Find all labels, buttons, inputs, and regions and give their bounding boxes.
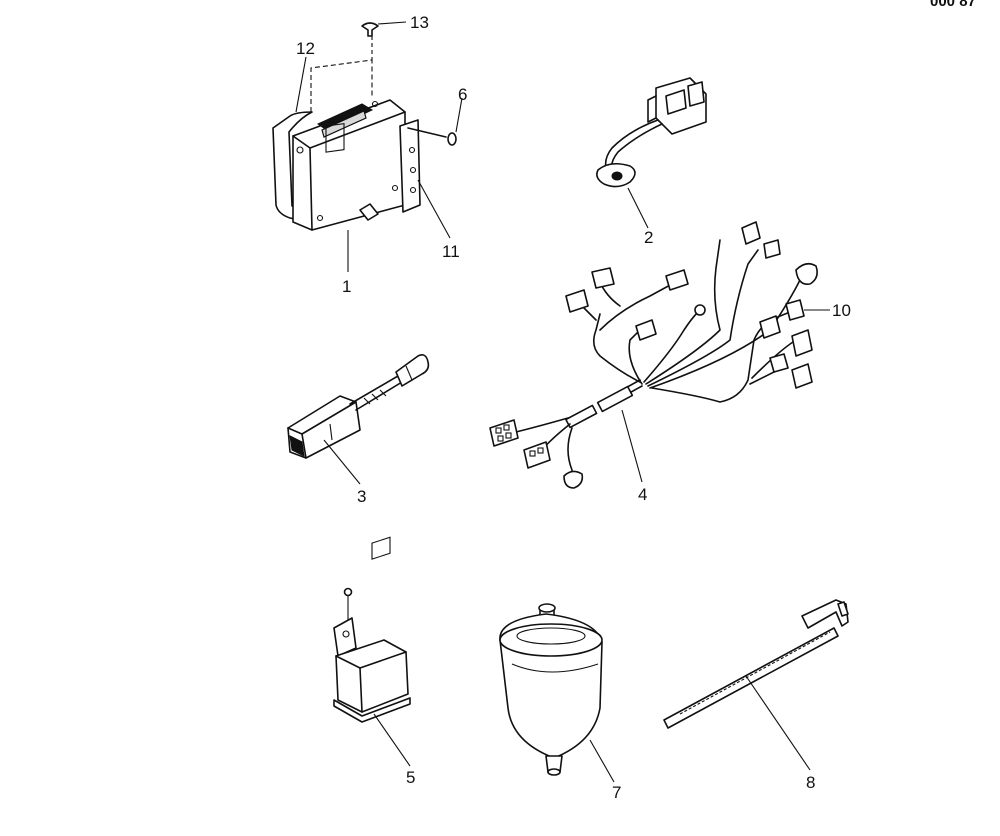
callout-4: 4	[638, 485, 647, 504]
callout-7: 7	[612, 783, 621, 802]
callout-8: 8	[806, 773, 815, 792]
callout-11: 11	[442, 242, 460, 261]
callout-13: 13	[410, 13, 429, 32]
callout-12: 12	[296, 39, 315, 58]
switch-with-cable	[287, 354, 430, 459]
sensor-with-connector	[596, 77, 707, 188]
callout-6: 6	[458, 85, 467, 104]
cable-tie	[663, 599, 849, 729]
fuel-filter	[499, 603, 603, 776]
callout-5: 5	[406, 768, 415, 787]
wiring-harness	[489, 221, 818, 489]
callout-2: 2	[644, 228, 653, 247]
corner-reference-text: 000 87	[930, 0, 976, 10]
relay-with-bracket	[333, 536, 411, 723]
callout-1: 1	[342, 277, 351, 296]
control-module-assembly	[272, 22, 457, 231]
callout-10: 10	[832, 301, 851, 320]
callout-3: 3	[357, 487, 366, 506]
